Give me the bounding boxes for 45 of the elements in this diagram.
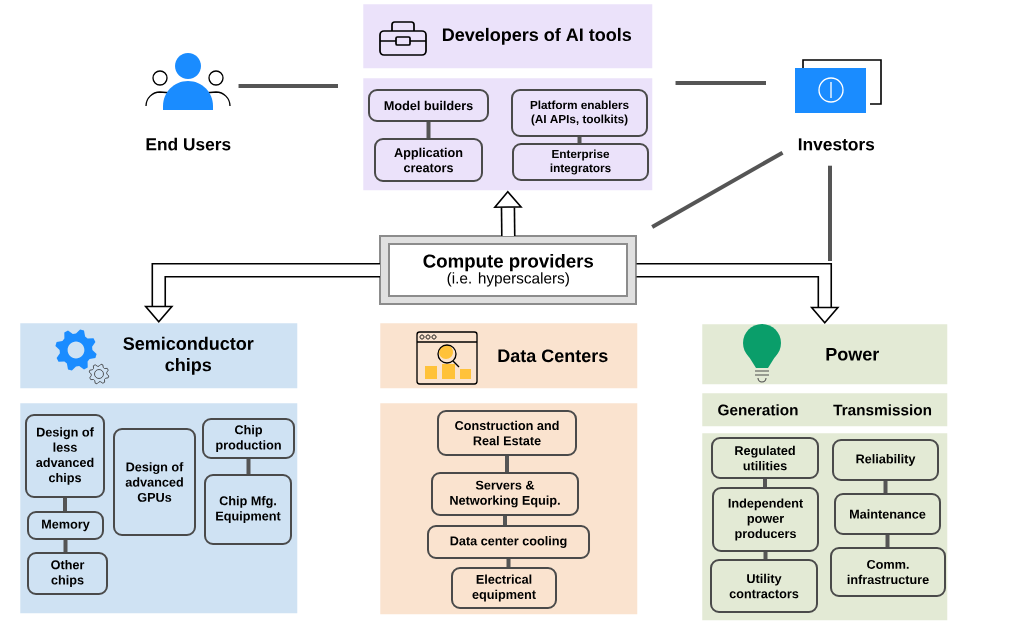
connector-line: [505, 456, 509, 472]
category-box: Chip Mfg. Equipment: [204, 474, 292, 545]
category-box: Servers & Networking Equip.: [431, 472, 579, 516]
connector-line: [63, 498, 67, 511]
category-box: Application creators: [374, 138, 483, 182]
category-box: Comm. infrastructure: [830, 547, 946, 597]
category-box: Construction and Real Estate: [437, 410, 577, 456]
header-band: Data Centers: [380, 323, 638, 389]
header-band: Semiconductor chips: [20, 323, 298, 389]
category-box: Regulated utilities: [711, 437, 819, 479]
category-box: Data center cooling: [427, 525, 590, 559]
connector-line: [763, 552, 768, 559]
category-box: Reliability: [832, 439, 939, 481]
category-box: Independent power producers: [712, 487, 819, 552]
header-band: Generation Transmission: [702, 393, 948, 427]
category-box: Maintenance: [834, 493, 941, 535]
connector-line: [503, 516, 507, 525]
category-box: Enterprise integrators: [512, 143, 649, 181]
category-box: Model builders: [368, 89, 489, 122]
connector-line: [651, 150, 784, 229]
connector-line: [675, 81, 766, 85]
block-arrow: [636, 263, 840, 324]
header-band: Power: [702, 324, 948, 385]
label-text: End Users: [146, 137, 231, 151]
connector-line: [577, 137, 582, 143]
category-box: Electrical equipment: [451, 567, 557, 609]
category-box: Memory: [27, 511, 104, 540]
connector-line: [238, 84, 338, 88]
category-box: Other chips: [27, 552, 108, 595]
connector-line: [763, 479, 767, 487]
connector-line: [885, 535, 890, 547]
category-box: Design of less advanced chips: [25, 414, 105, 498]
connector-line: [246, 459, 251, 474]
category-box: Platform enablers (AI APIs, toolkits): [511, 89, 648, 137]
provider-box: Compute providers (i.e. hyperscalers): [379, 235, 637, 305]
category-box: Chip production: [202, 418, 295, 459]
category-box: Utility contractors: [710, 559, 818, 613]
category-box: Design of advanced GPUs: [113, 428, 196, 536]
connector-line: [883, 481, 888, 493]
label-text: Investors: [798, 138, 875, 151]
connector-line: [63, 540, 68, 552]
connector-line: [506, 559, 511, 567]
header-band: Developers of AI tools: [363, 4, 653, 69]
connector-line: [828, 165, 832, 261]
connector-line: [426, 122, 431, 138]
